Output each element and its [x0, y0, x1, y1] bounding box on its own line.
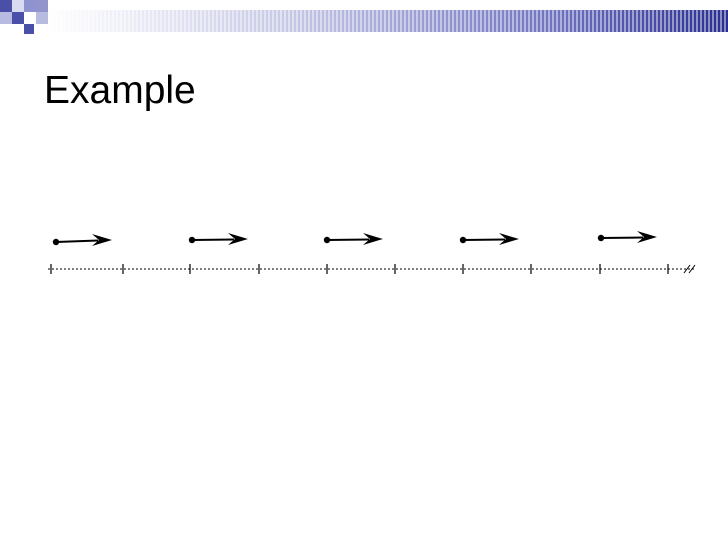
- axis-break-mark: [683, 264, 696, 274]
- velocity-arrow: [597, 231, 657, 243]
- arrow-shaft: [600, 236, 644, 239]
- arrow-group: [52, 231, 657, 246]
- motion-figure: [0, 220, 728, 290]
- arrow-head: [363, 233, 383, 245]
- slide-title: Example: [44, 69, 196, 112]
- arrow-head: [637, 231, 657, 243]
- arrow-head: [228, 233, 248, 245]
- header-decoration: [0, 0, 728, 34]
- arrow-shaft: [462, 238, 506, 241]
- velocity-arrow: [52, 234, 112, 246]
- dashed-axis: [48, 264, 696, 274]
- velocity-arrow: [323, 233, 383, 245]
- arrow-shaft: [191, 238, 235, 241]
- header-decoration-graphic: [0, 0, 728, 34]
- arrow-head: [499, 233, 519, 245]
- arrow-shaft: [326, 238, 370, 241]
- motion-figure-graphic: [48, 231, 696, 274]
- arrow-shaft: [55, 239, 99, 243]
- velocity-arrow: [188, 233, 248, 245]
- arrow-head: [92, 234, 112, 246]
- velocity-arrow: [459, 233, 519, 245]
